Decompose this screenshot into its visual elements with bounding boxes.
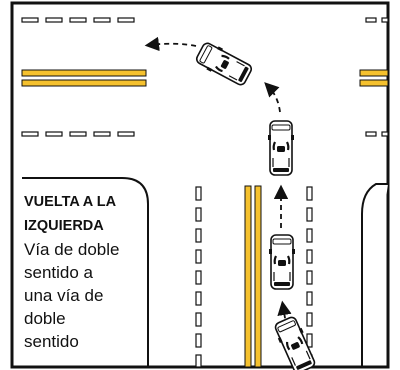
center-line-right — [359, 69, 389, 87]
caption-description-line: sentido — [24, 332, 79, 351]
car-icon — [266, 119, 296, 177]
curb-left — [22, 177, 149, 367]
lane-dashes-vertical-right — [306, 186, 313, 368]
caption: VUELTA A LA IZQUIERDA Vía de doble senti… — [24, 190, 148, 353]
lane-dashes-middle — [21, 131, 389, 137]
car-icon — [267, 233, 297, 291]
caption-description-line: sentido a — [24, 263, 93, 282]
caption-title-line-2: IZQUIERDA — [24, 218, 104, 234]
caption-description-line: una vía de — [24, 286, 104, 305]
center-line-left — [21, 69, 147, 87]
caption-title-line-1: VUELTA A LA — [24, 194, 117, 210]
caption-description-line: doble — [24, 309, 66, 328]
arrow-path-4 — [144, 36, 197, 52]
curb-right — [361, 183, 388, 367]
lane-dashes-vertical-left — [195, 186, 202, 368]
caption-description-line: Vía de doble — [24, 240, 120, 259]
center-line-vertical — [244, 185, 262, 368]
arrow-path-3 — [264, 82, 281, 113]
lane-dashes-top — [21, 17, 389, 23]
